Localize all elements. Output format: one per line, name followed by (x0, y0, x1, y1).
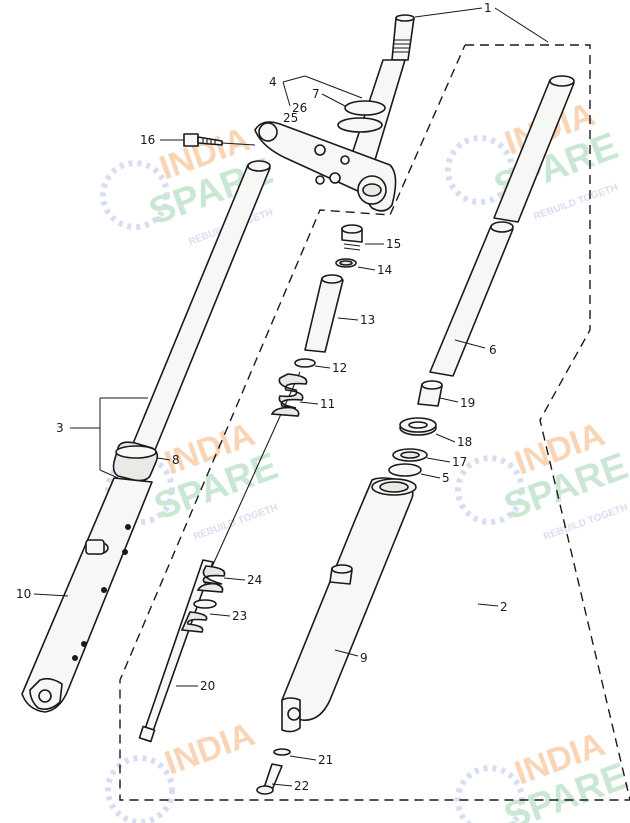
callout-1: 1 (484, 1, 492, 15)
callout-19: 19 (460, 396, 475, 410)
callout-6: 6 (489, 343, 497, 357)
callout-23: 23 (232, 609, 247, 623)
steering-stem-assembly (183, 14, 415, 212)
callout-4: 4 (269, 75, 277, 89)
callout-5: 5 (442, 471, 450, 485)
callout-9: 9 (360, 651, 368, 665)
group-2-outline (119, 44, 630, 801)
callout-18: 18 (457, 435, 472, 449)
callout-numbers: 1 2 3 4 5 6 7 8 9 10 11 12 13 14 15 16 1… (16, 1, 508, 793)
callout-16: 16 (140, 133, 155, 147)
pinch-bolt (183, 133, 199, 147)
watermark-logo: INDIA SPARE REBUILD TOGETH (455, 415, 630, 543)
callout-leaders (33, 7, 549, 787)
spacer-tube (304, 277, 344, 353)
bearing-race (344, 100, 386, 116)
callout-7: 7 (312, 87, 320, 101)
right-inner-tube (429, 225, 514, 377)
drain-washer (273, 748, 291, 756)
bearing-race (337, 117, 383, 133)
watermark-logo: INDIA SPARE (455, 725, 630, 823)
callout-2: 2 (500, 600, 508, 614)
left-outer-slider (21, 477, 153, 713)
damper-column (138, 224, 363, 743)
callout-25: 25 (283, 111, 298, 125)
callout-26: 26 (292, 101, 307, 115)
rebound-spring (196, 565, 226, 593)
callout-21: 21 (318, 753, 333, 767)
callout-11: 11 (320, 397, 335, 411)
callout-17: 17 (452, 455, 467, 469)
watermark-logo: INDIA (105, 715, 260, 823)
assembly-group-outline (119, 44, 630, 801)
callout-10: 10 (16, 587, 31, 601)
callout-12: 12 (332, 361, 347, 375)
callout-15: 15 (386, 237, 401, 251)
piston-ring (193, 599, 217, 609)
callout-8: 8 (172, 453, 180, 467)
callout-24: 24 (247, 573, 262, 587)
retaining-clip (388, 463, 422, 477)
watermark-logos: INDIA SPARE REBUILD TOGETH INDIA SPARE R… (100, 95, 630, 823)
callout-20: 20 (200, 679, 215, 693)
callout-3: 3 (56, 421, 64, 435)
callout-14: 14 (377, 263, 392, 277)
callout-22: 22 (294, 779, 309, 793)
right-outer-slider (281, 477, 414, 721)
steering-stem-top (391, 17, 415, 61)
spring-seat (294, 358, 316, 368)
callout-13: 13 (360, 313, 375, 327)
right-fork-leg-assembly (256, 75, 575, 795)
left-fork-leg-assembly (21, 160, 271, 713)
watermark-brand-line1: INDIA (160, 715, 260, 782)
